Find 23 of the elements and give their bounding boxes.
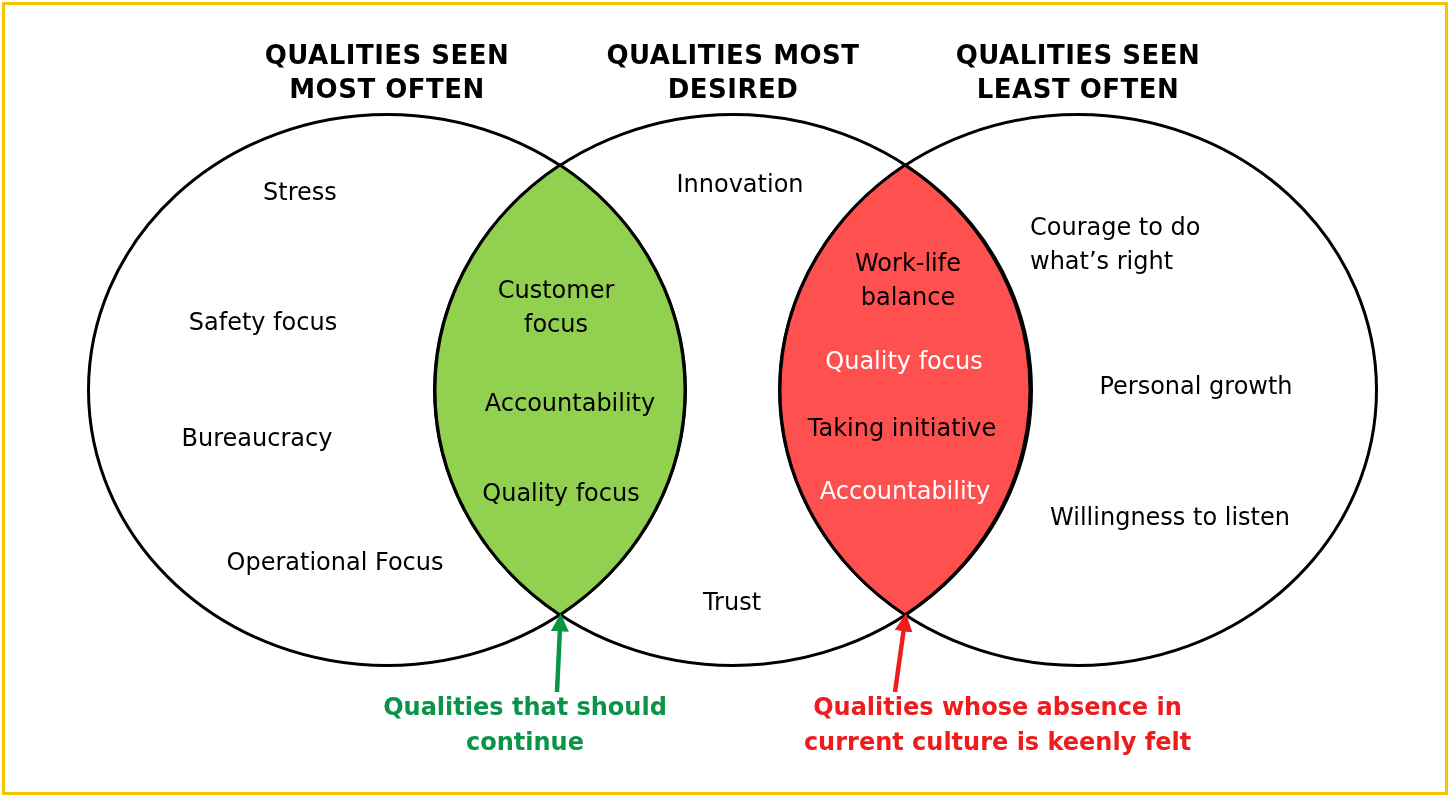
quality-label: Quality focus	[825, 346, 983, 377]
circle-heading: QUALITIES SEEN MOST OFTEN	[263, 39, 511, 106]
circle-heading: QUALITIES SEEN LEAST OFTEN	[954, 39, 1202, 106]
quality-label: Accountability	[819, 476, 991, 507]
arrow	[550, 613, 569, 693]
quality-label: Safety focus	[188, 307, 338, 338]
caption-text: Qualities whose absence in current culture is keenly felt	[760, 690, 1235, 760]
quality-label: Operational Focus	[226, 547, 444, 578]
quality-label: Stress	[263, 177, 337, 208]
caption-text: Qualities that should continue	[340, 690, 710, 760]
quality-label: Courage to do what’s right	[1030, 212, 1202, 277]
quality-label: Work-life balance	[854, 248, 962, 313]
quality-label: Quality focus	[482, 478, 640, 509]
quality-label: Trust	[702, 587, 762, 618]
arrow	[892, 613, 913, 693]
quality-label: Accountability	[484, 388, 656, 419]
quality-label: Innovation	[676, 169, 804, 200]
quality-label: Taking initiative	[807, 413, 997, 444]
quality-label: Personal growth	[1099, 371, 1293, 402]
quality-label: Bureaucracy	[181, 423, 333, 454]
quality-label: Customer focus	[496, 275, 616, 340]
circle-heading: QUALITIES MOST DESIRED	[605, 39, 861, 106]
quality-label: Willingness to listen	[1050, 502, 1290, 533]
